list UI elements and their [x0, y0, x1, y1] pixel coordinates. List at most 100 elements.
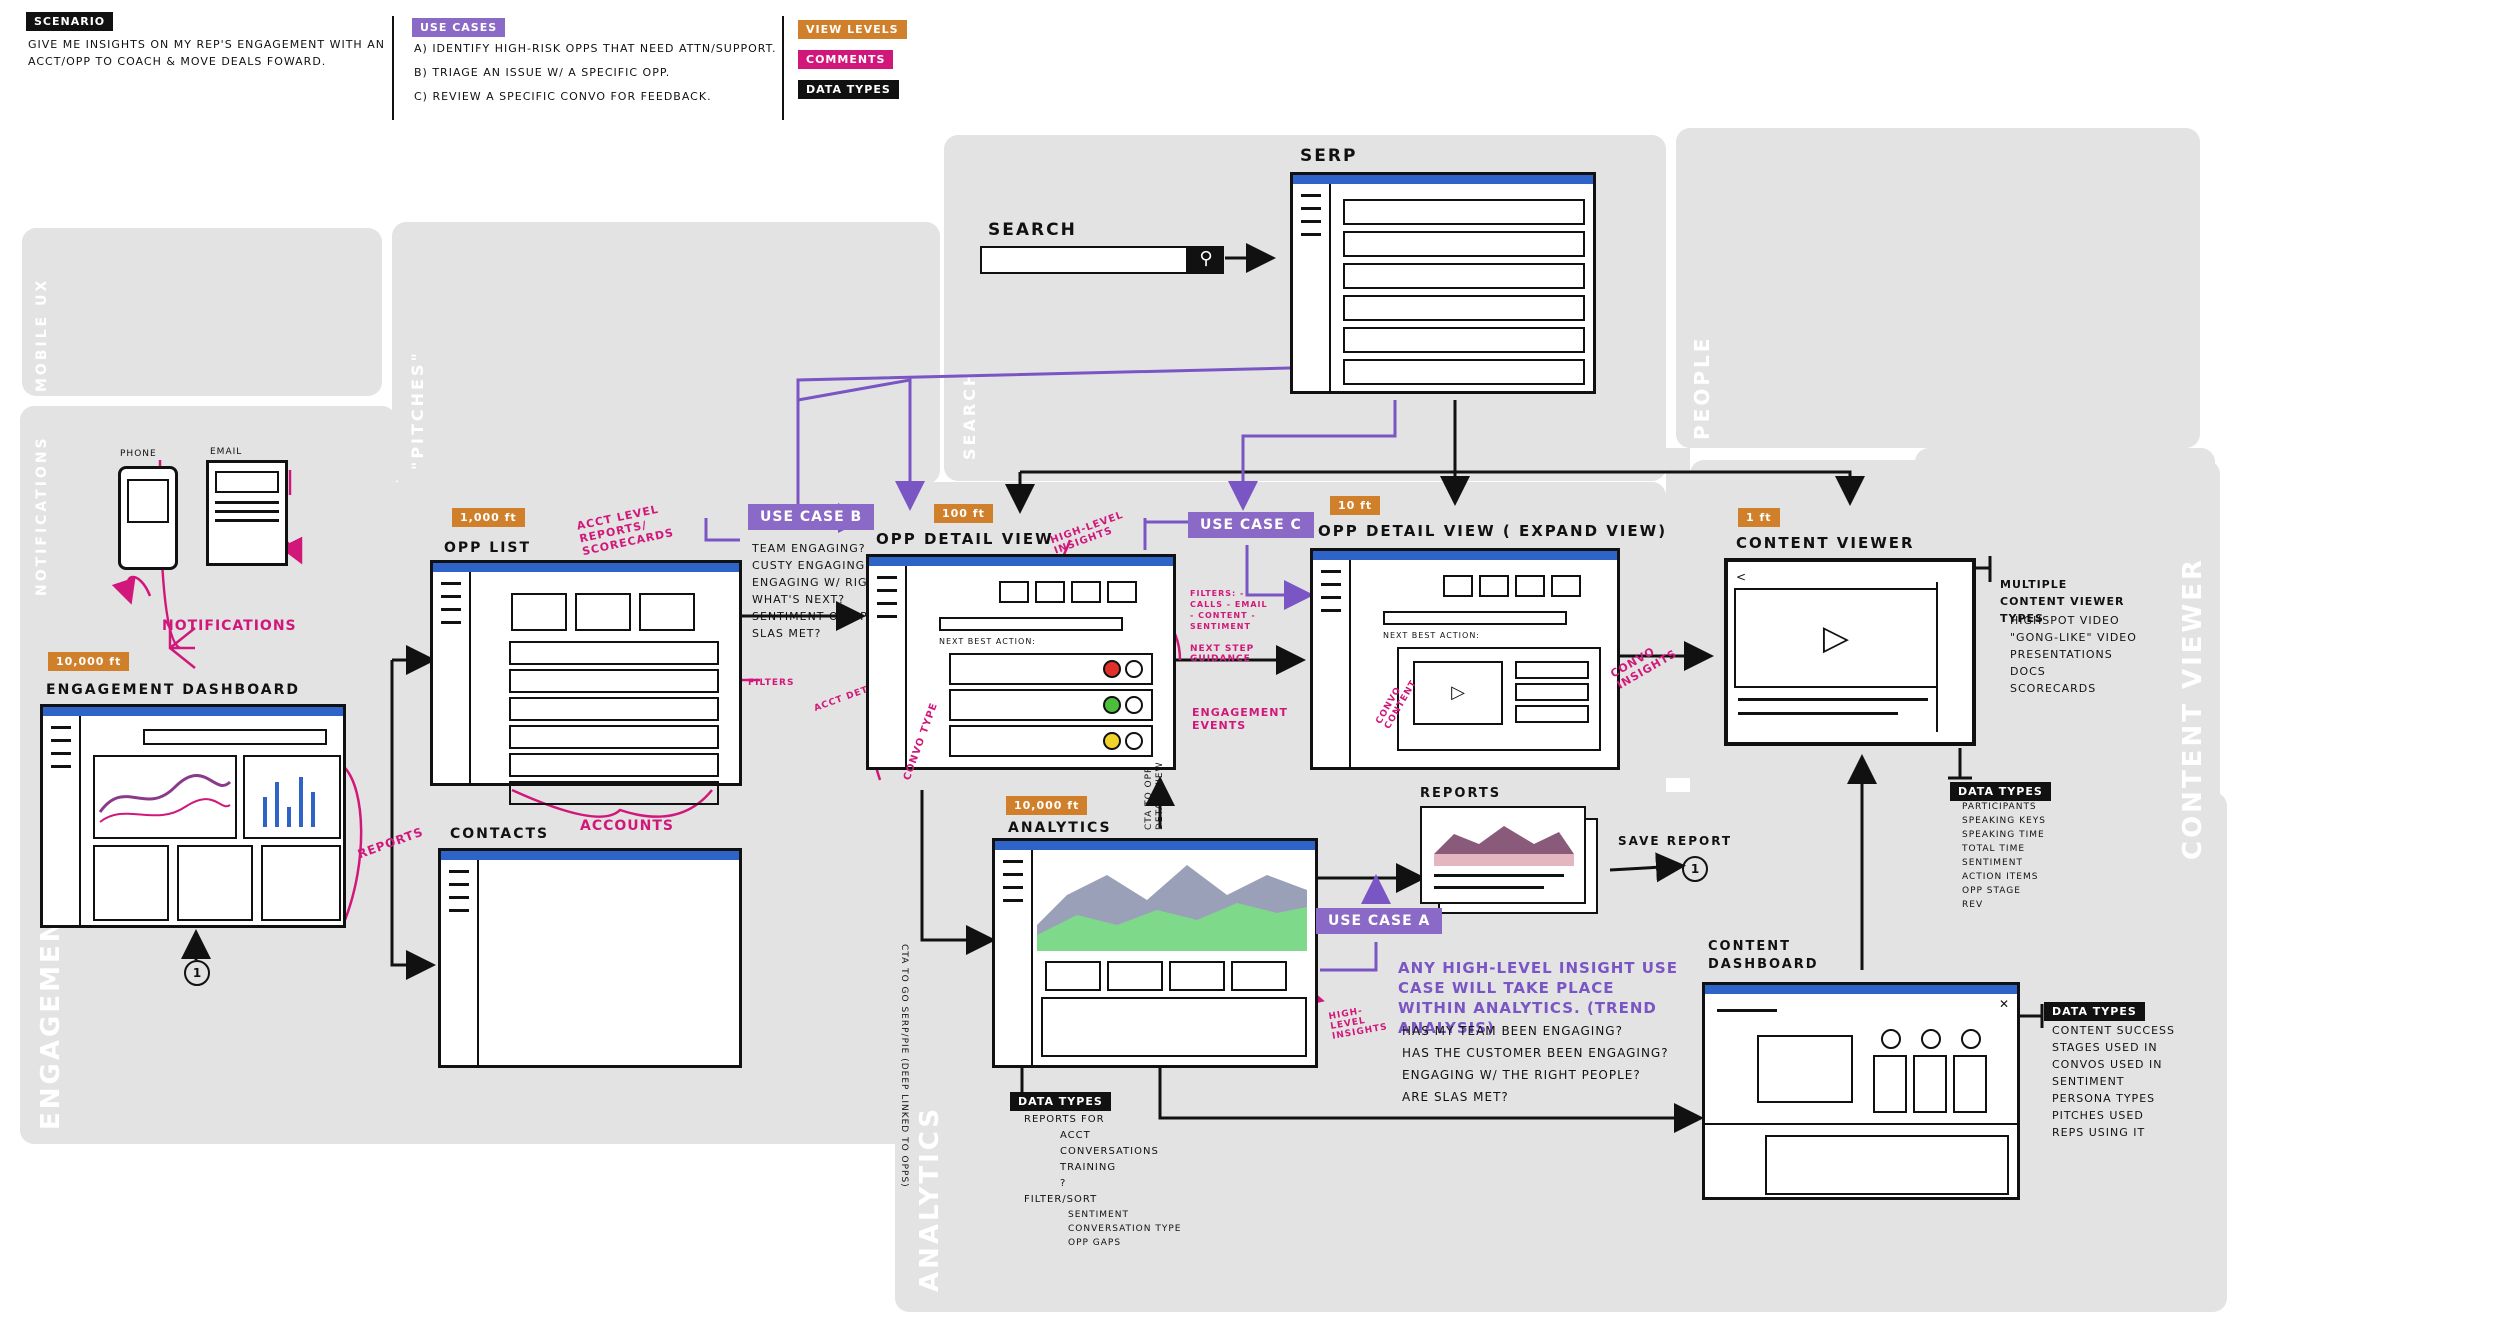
next-step-guidance-note: NEXT STEP GUIDANCE	[1190, 644, 1255, 664]
analytics-view-level: 10,000 ft	[1006, 796, 1088, 815]
an-data-type: ?	[1060, 1178, 1067, 1189]
use-case-b-tag: USE CASE B	[748, 504, 875, 530]
analytics-window	[992, 838, 1318, 1068]
cd-data-type: CONVOS USED IN	[2052, 1058, 2163, 1071]
use-case-b-question: WHAT'S NEXT?	[752, 593, 846, 606]
engagement-view-level: 10,000 ft	[48, 652, 130, 671]
an-data-type: SENTIMENT	[1068, 1210, 1129, 1220]
cd-data-type: STAGES USED IN	[2052, 1041, 2158, 1054]
opp-list-view-level: 1,000 ft	[452, 508, 525, 527]
filters-note: FILTERS	[748, 678, 795, 688]
convo-content-panel: ▷	[1397, 647, 1601, 751]
cta-to-serp-note: CTA TO GO SERP/PIE (DEEP LINKED TO OPPS)	[899, 944, 909, 1188]
engagement-dashboard-window	[40, 704, 346, 928]
content-dashboard-window: ✕	[1702, 982, 2020, 1200]
use-cases-tag: USE CASES	[412, 18, 506, 37]
use-case-a-line: A) IDENTIFY HIGH-RISK OPPS THAT NEED ATT…	[414, 42, 777, 55]
cv-data-type: SPEAKING TIME	[1962, 830, 2045, 840]
content-viewer-title: CONTENT VIEWER	[1736, 534, 1915, 552]
region-people	[1676, 128, 2200, 448]
play-icon[interactable]: ▷	[1734, 588, 1938, 688]
marker-1-save: 1	[1682, 856, 1708, 882]
accounts-note: ACCOUNTS	[580, 818, 675, 834]
serp-title: SERP	[1300, 146, 1358, 166]
use-case-a-text: ANY HIGH-LEVEL INSIGHT USE CASE WILL TAK…	[1398, 959, 1678, 1037]
legend-divider-2	[782, 16, 784, 120]
search-label: SEARCH	[988, 220, 1077, 240]
cd-data-type: REPS USING IT	[2052, 1126, 2146, 1139]
an-data-type: ACCT	[1060, 1130, 1091, 1141]
cd-data-types-tag: DATA TYPES	[2044, 1002, 2145, 1021]
content-dashboard-title: CONTENT DASHBOARD	[1708, 939, 1819, 972]
contacts-window	[438, 848, 742, 1068]
filters-list-note: FILTERS: - CALLS - EMAIL - CONTENT - SEN…	[1190, 589, 1268, 631]
an-data-type: CONVERSATIONS	[1060, 1146, 1159, 1157]
opp-list-rows	[509, 641, 719, 805]
opp-expand-view-level: 10 ft	[1330, 496, 1381, 515]
serp-results	[1343, 199, 1585, 385]
cv-data-type: PARTICIPANTS	[1962, 802, 2037, 812]
an-data-types-list: REPORTS FOR ACCT CONVERSATIONS TRAINING …	[1024, 1112, 1181, 1250]
analytics-table	[1041, 997, 1307, 1057]
an-data-type: FILTER/SORT	[1024, 1194, 1098, 1205]
cd-data-type: PERSONA TYPES	[2052, 1092, 2156, 1105]
phone-mockup	[118, 466, 178, 570]
close-icon[interactable]: ✕	[1998, 997, 2009, 1011]
an-data-type: OPP GAPS	[1068, 1238, 1122, 1248]
engagement-gap	[20, 1144, 890, 1184]
opp-detail-view-level: 100 ft	[934, 504, 993, 523]
region-mobile-ux	[22, 228, 382, 396]
cv-data-type: SPEAKING KEYS	[1962, 816, 2046, 826]
reports-card	[1420, 806, 1586, 904]
search-input[interactable]	[980, 246, 1188, 274]
key-comments: COMMENTS	[798, 50, 894, 69]
cv-data-types-tag: DATA TYPES	[1950, 782, 2051, 801]
cv-data-type: TOTAL TIME	[1962, 844, 2026, 854]
opp-list-title: OPP LIST	[444, 540, 532, 556]
engagement-events-note: ENGAGEMENT EVENTS	[1192, 706, 1288, 732]
cd-data-types-list: CONTENT SUCCESS STAGES USED IN CONVOS US…	[2052, 1022, 2175, 1141]
viewer-type-item: HIGHSPOT VIDEO	[2010, 614, 2120, 627]
analytics-gap	[1666, 448, 1690, 778]
engagement-table-2	[261, 845, 341, 921]
key-view-levels: VIEW LEVELS	[798, 20, 907, 39]
cd-data-type: CONTENT SUCCESS	[2052, 1024, 2175, 1037]
an-data-types-tag: DATA TYPES	[1010, 1092, 1111, 1111]
opp-detail-title: OPP DETAIL VIEW	[876, 530, 1054, 548]
next-best-action-label: NEXT BEST ACTION:	[939, 637, 1036, 646]
scenario-text: GIVE ME INSIGHTS ON MY REP'S ENGAGEMENT …	[28, 38, 385, 68]
use-case-b-line: B) TRIAGE AN ISSUE W/ A SPECIFIC OPP.	[414, 66, 671, 79]
engagement-event-3	[949, 725, 1153, 757]
use-case-b-question: TEAM ENGAGING?	[752, 542, 866, 555]
email-label: EMAIL	[210, 447, 243, 457]
use-case-b-question: SLAS MET?	[752, 627, 822, 640]
use-case-a-tag: USE CASE A	[1316, 908, 1443, 934]
region-pitches	[392, 222, 940, 484]
opp-expand-window: NEXT BEST ACTION: ▷	[1310, 548, 1620, 770]
opp-list-window	[430, 560, 742, 805]
cv-data-type: SENTIMENT	[1962, 858, 2023, 868]
use-case-a-question: ARE SLAS MET?	[1402, 1090, 1509, 1104]
viewer-type-item: DOCS	[2010, 665, 2046, 678]
engagement-event-1	[949, 653, 1153, 685]
engagement-table-1	[177, 845, 253, 921]
email-mockup	[206, 460, 288, 566]
analytics-title: ANALYTICS	[1008, 820, 1112, 836]
serp-window	[1290, 172, 1596, 394]
cv-data-type: ACTION ITEMS	[1962, 872, 2039, 882]
cv-data-type: REV	[1962, 900, 1984, 910]
cv-data-types-list: PARTICIPANTS SPEAKING KEYS SPEAKING TIME…	[1962, 800, 2046, 912]
viewer-types-list: HIGHSPOT VIDEO "GONG-LIKE" VIDEO PRESENT…	[2010, 612, 2137, 697]
search-button[interactable]: ⚲	[1188, 246, 1224, 274]
contacts-title: CONTACTS	[450, 826, 550, 842]
phone-label: PHONE	[120, 449, 157, 459]
notifications-note: NOTIFICATIONS	[162, 618, 297, 634]
use-case-c-tag: USE CASE C	[1188, 512, 1314, 538]
engagement-dashboard-title: ENGAGEMENT DASHBOARD	[46, 682, 300, 698]
engagement-chart-area	[93, 755, 237, 839]
viewer-type-item: "GONG-LIKE" VIDEO	[2010, 631, 2137, 644]
engagement-bar-chart	[243, 755, 341, 839]
an-data-type: REPORTS FOR	[1024, 1114, 1105, 1125]
opp-expand-title: OPP DETAIL VIEW ( EXPAND VIEW)	[1318, 522, 1668, 540]
